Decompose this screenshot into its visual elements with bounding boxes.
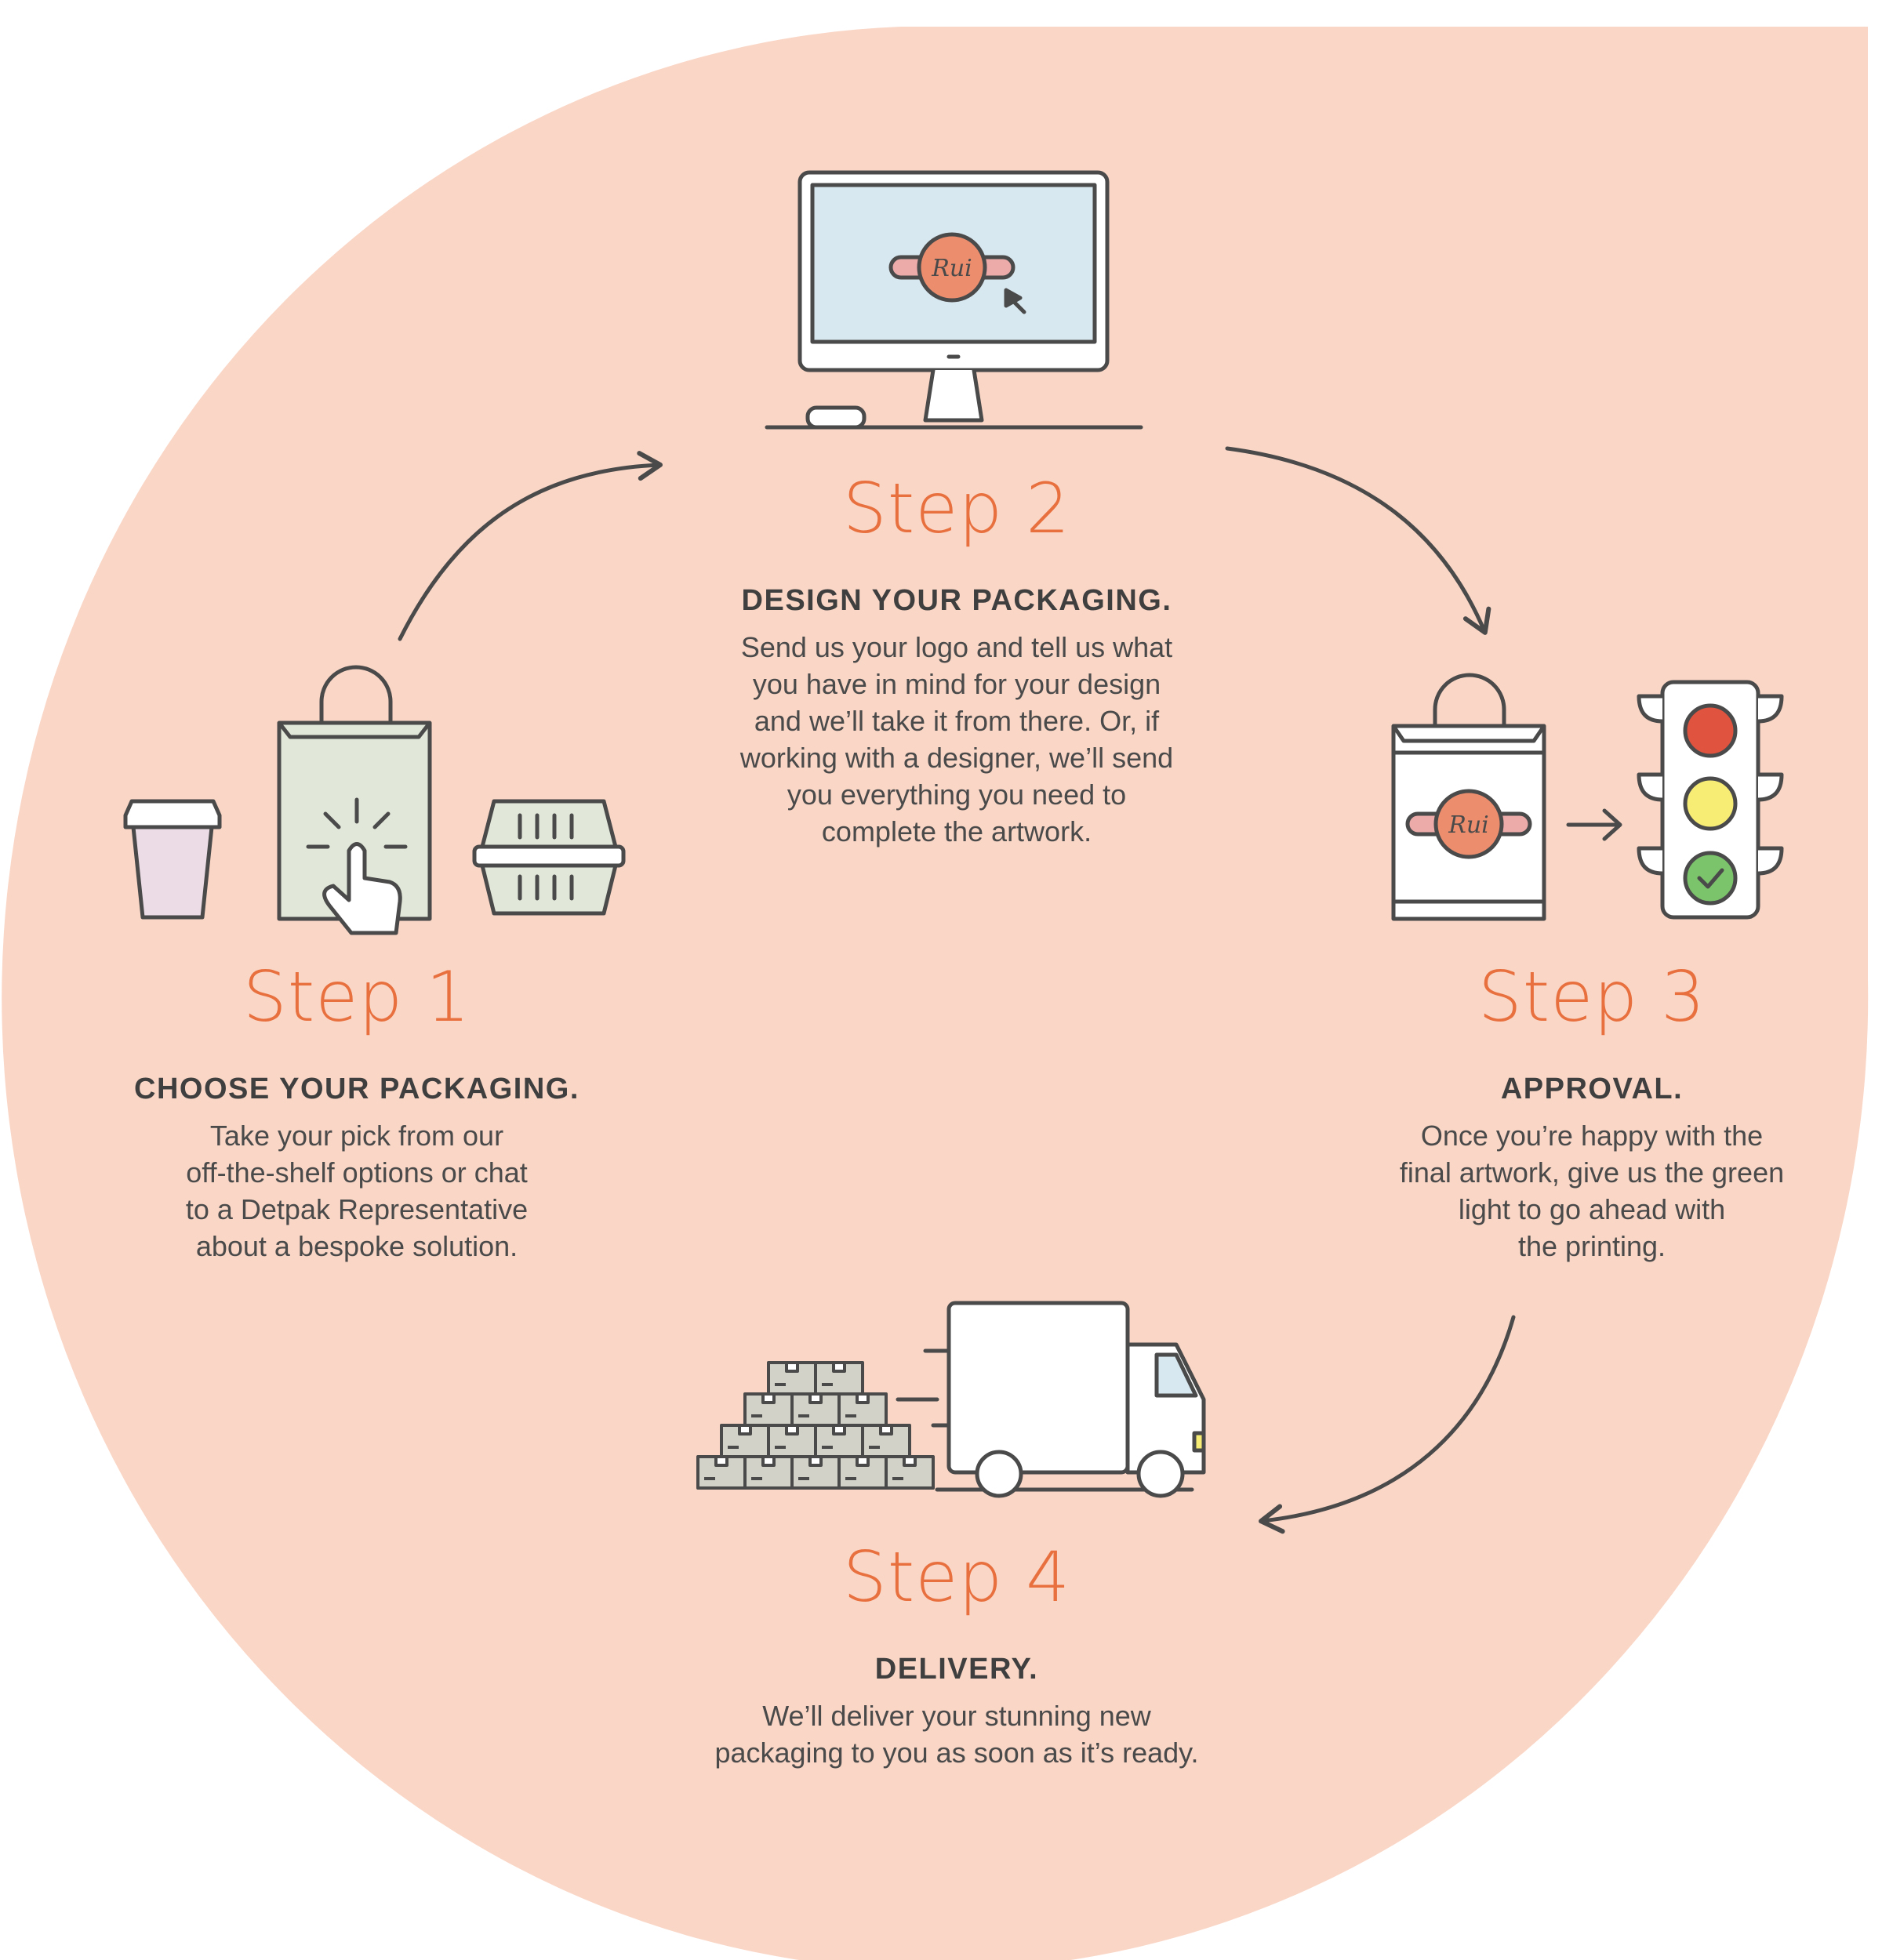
- step-4-title: Step 4: [842, 1537, 1071, 1617]
- tap-pointer-icon: [306, 797, 408, 935]
- step-4-line: We’ll deliver your stunning new: [762, 1700, 1151, 1732]
- step-4: Step 4 DELIVERY. We’ll deliver your stun…: [659, 1543, 1255, 1771]
- step-2-title: Step 2: [842, 468, 1071, 549]
- step-1-line: off-the-shelf options or chat: [186, 1156, 528, 1189]
- takeaway-container-icon: [472, 799, 626, 916]
- step-3: Step 3 APPROVAL. Once you’re happy with …: [1353, 963, 1831, 1265]
- step-3-line: final artwork, give us the green: [1399, 1156, 1785, 1189]
- step-1-heading: CHOOSE YOUR PACKAGING.: [134, 1073, 579, 1105]
- step-1-description: Take your pick from our off-the-shelf op…: [110, 1117, 604, 1265]
- step-4-line: packaging to you as soon as it’s ready.: [714, 1737, 1199, 1769]
- step-3-line: the printing.: [1517, 1230, 1666, 1262]
- checkmark-icon: [1697, 868, 1724, 889]
- logo-icon: Rui: [888, 232, 1015, 303]
- step-1-line: to a Detpak Representative: [185, 1193, 529, 1225]
- step-2-line: complete the artwork.: [821, 815, 1092, 848]
- arrow-step1-to-step2: [398, 451, 663, 641]
- step-4-heading: DELIVERY.: [874, 1653, 1039, 1686]
- step-2: Step 2 DESIGN YOUR PACKAGING. Send us yo…: [690, 474, 1223, 850]
- box-tape: [832, 1361, 846, 1373]
- mouse-icon: [805, 405, 867, 430]
- arrow-step3-to-step4: [1259, 1315, 1516, 1534]
- step-2-line: working with a designer, we’ll send: [739, 742, 1174, 774]
- coffee-cup-icon: [123, 799, 222, 920]
- step-2-line: you have in mind for your design: [752, 668, 1161, 700]
- step-2-line: Send us your logo and tell us what: [740, 631, 1173, 663]
- step-1: Step 1 CHOOSE YOUR PACKAGING. Take your …: [110, 963, 604, 1265]
- step-3-title: Step 3: [1477, 956, 1706, 1037]
- step-1-line: about a bespoke solution.: [195, 1230, 518, 1262]
- step-2-heading: DESIGN YOUR PACKAGING.: [741, 584, 1172, 617]
- step-1-title: Step 1: [242, 956, 471, 1037]
- step-1-line: Take your pick from our: [209, 1120, 504, 1152]
- logo-text: Rui: [931, 255, 972, 282]
- step-2-description: Send us your logo and tell us what you h…: [690, 629, 1223, 850]
- right-arrow-icon: [1566, 808, 1622, 841]
- box-stack-icon: [696, 1361, 935, 1490]
- step-2-line: and we’ll take it from there. Or, if: [754, 705, 1160, 737]
- box-tape: [785, 1361, 799, 1373]
- branded-bag-icon: Rui: [1391, 673, 1546, 921]
- cursor-icon: [1004, 288, 1026, 314]
- step-2-line: you everything you need to: [787, 779, 1127, 811]
- step-4-description: We’ll deliver your stunning new packagin…: [659, 1697, 1255, 1771]
- bag-logo-text: Rui: [1448, 811, 1489, 839]
- step-3-heading: APPROVAL.: [1500, 1073, 1684, 1105]
- delivery-truck-icon: [935, 1301, 1206, 1498]
- traffic-light-icon: [1637, 680, 1784, 920]
- step-3-description: Once you’re happy with the final artwork…: [1353, 1117, 1831, 1265]
- step-3-line: light to go ahead with: [1458, 1193, 1726, 1225]
- step-3-line: Once you’re happy with the: [1420, 1120, 1764, 1152]
- arrow-step2-to-step3: [1225, 446, 1491, 635]
